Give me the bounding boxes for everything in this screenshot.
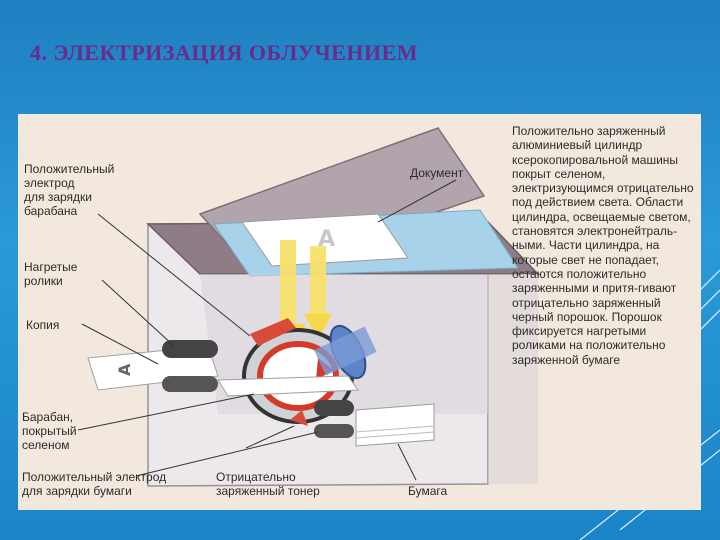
svg-text:A: A <box>115 363 134 376</box>
label-document: Документ <box>410 166 464 180</box>
label-paper: Бумага <box>408 484 448 498</box>
label-heated-rollers: Нагретые ролики <box>24 260 78 288</box>
label-positive-drum-electrode: Положительный электрод для зарядки бараб… <box>24 162 115 218</box>
label-copy: Копия <box>26 318 60 332</box>
label-negative-toner: Отрицательно заряженный тонер <box>216 470 320 498</box>
xerox-diagram: A A <box>18 114 701 510</box>
copier-illustration: A A <box>77 127 540 487</box>
label-positive-paper-electrode: Положительный электрод для зарядки бумаг… <box>22 470 167 498</box>
label-drum: Барабан, покрытый селеном <box>22 410 77 452</box>
svg-text:A: A <box>318 227 335 252</box>
diagram-description: Положительно заряженный алюминиевый цили… <box>512 124 694 367</box>
slide-title: 4. ЭЛЕКТРИЗАЦИЯ ОБЛУЧЕНИЕМ <box>30 40 419 65</box>
